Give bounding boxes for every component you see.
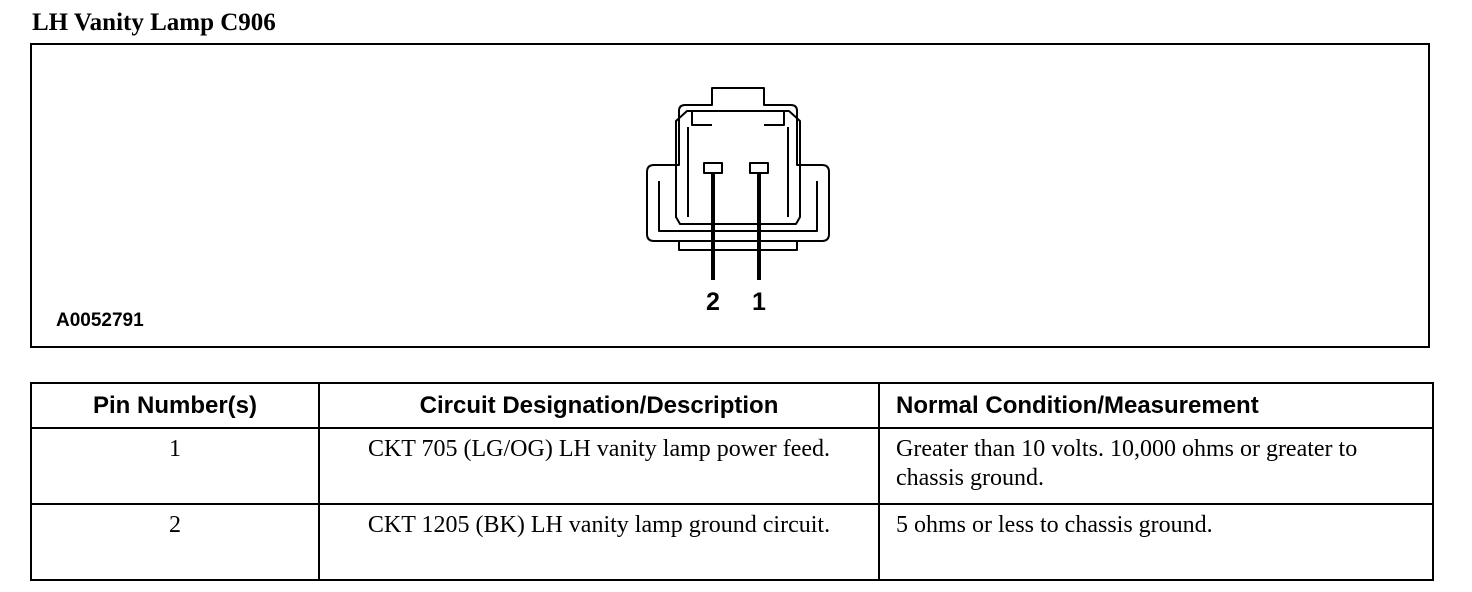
- column-header-pin: Pin Number(s): [30, 382, 320, 429]
- cell-measurement: Greater than 10 volts. 10,000 ohms or gr…: [878, 427, 1434, 505]
- cell-pin: 1: [30, 427, 320, 505]
- connector-bottom-tab: [678, 241, 798, 251]
- table-header-row: Pin Number(s) Circuit Designation/Descri…: [30, 382, 1434, 429]
- connector-drawing: 2 1: [646, 87, 830, 316]
- cell-description: CKT 705 (LG/OG) LH vanity lamp power fee…: [318, 427, 880, 505]
- connector-inner-housing: [675, 110, 801, 225]
- connector-bottom-skirt: [658, 181, 818, 232]
- table-row: 1 CKT 705 (LG/OG) LH vanity lamp power f…: [30, 427, 1434, 505]
- cell-pin: 2: [30, 503, 320, 581]
- page-title: LH Vanity Lamp C906: [32, 9, 276, 36]
- connector-latch: [691, 111, 785, 126]
- column-header-description: Circuit Designation/Description: [318, 382, 880, 429]
- pin-label-2: 2: [706, 288, 720, 316]
- figure-id: A0052791: [56, 310, 144, 331]
- pin-label-1: 1: [752, 288, 766, 316]
- cell-measurement: 5 ohms or less to chassis ground.: [878, 503, 1434, 581]
- table-row: 2 CKT 1205 (BK) LH vanity lamp ground ci…: [30, 503, 1434, 581]
- pin-table: Pin Number(s) Circuit Designation/Descri…: [30, 382, 1434, 581]
- cell-description: CKT 1205 (BK) LH vanity lamp ground circ…: [318, 503, 880, 581]
- connector-outer-housing: [646, 87, 830, 242]
- column-header-measurement: Normal Condition/Measurement: [878, 382, 1434, 429]
- pin-cavity-2: [703, 162, 723, 174]
- connector-diagram: 2 1 A0052791: [30, 43, 1430, 348]
- pin-cavity-1: [749, 162, 769, 174]
- connector-left-rail: [687, 127, 789, 217]
